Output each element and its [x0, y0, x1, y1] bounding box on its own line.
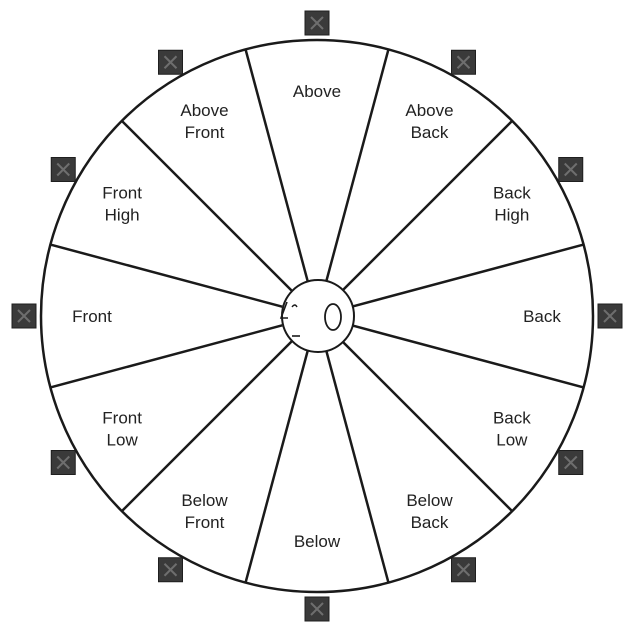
speaker-marker-back-high[interactable]: [559, 158, 583, 182]
segment-label-line: Low: [496, 431, 528, 450]
segment-label-line: High: [494, 206, 529, 225]
segment-label-line: Back: [493, 409, 531, 428]
segment-label-above: Above: [293, 82, 341, 101]
speaker-marker-above-front[interactable]: [159, 50, 183, 74]
speaker-marker-above[interactable]: [305, 11, 329, 35]
segment-label-line: Above: [180, 101, 228, 120]
speaker-marker-below-front[interactable]: [159, 558, 183, 582]
segment-label-line: Back: [523, 307, 561, 326]
segment-label-line: Front: [72, 307, 112, 326]
segment-label-line: Above: [293, 82, 341, 101]
speaker-marker-below-back[interactable]: [452, 558, 476, 582]
segment-label-line: Back: [493, 184, 531, 203]
speaker-marker-front-low[interactable]: [51, 451, 75, 475]
segment-label-line: Front: [102, 409, 142, 428]
segment-label-back: Back: [523, 307, 561, 326]
speaker-marker-front[interactable]: [12, 304, 36, 328]
segment-label-line: Low: [107, 431, 139, 450]
speaker-marker-back-low[interactable]: [559, 451, 583, 475]
segment-label-line: Below: [406, 491, 453, 510]
speaker-marker-below[interactable]: [305, 597, 329, 621]
speaker-marker-back[interactable]: [598, 304, 622, 328]
segment-label-front: Front: [72, 307, 112, 326]
segment-label-line: Front: [102, 184, 142, 203]
segment-label-line: Back: [411, 123, 449, 142]
speaker-marker-above-back[interactable]: [452, 50, 476, 74]
segment-label-below: Below: [294, 532, 341, 551]
segment-label-line: Front: [185, 513, 225, 532]
segment-label-line: Above: [405, 101, 453, 120]
segment-label-line: High: [105, 206, 140, 225]
segment-label-line: Front: [185, 123, 225, 142]
segment-label-line: Below: [294, 532, 341, 551]
head-profile-icon: [281, 280, 354, 352]
segment-label-line: Back: [411, 513, 449, 532]
speaker-marker-front-high[interactable]: [51, 158, 75, 182]
segment-label-line: Below: [181, 491, 228, 510]
